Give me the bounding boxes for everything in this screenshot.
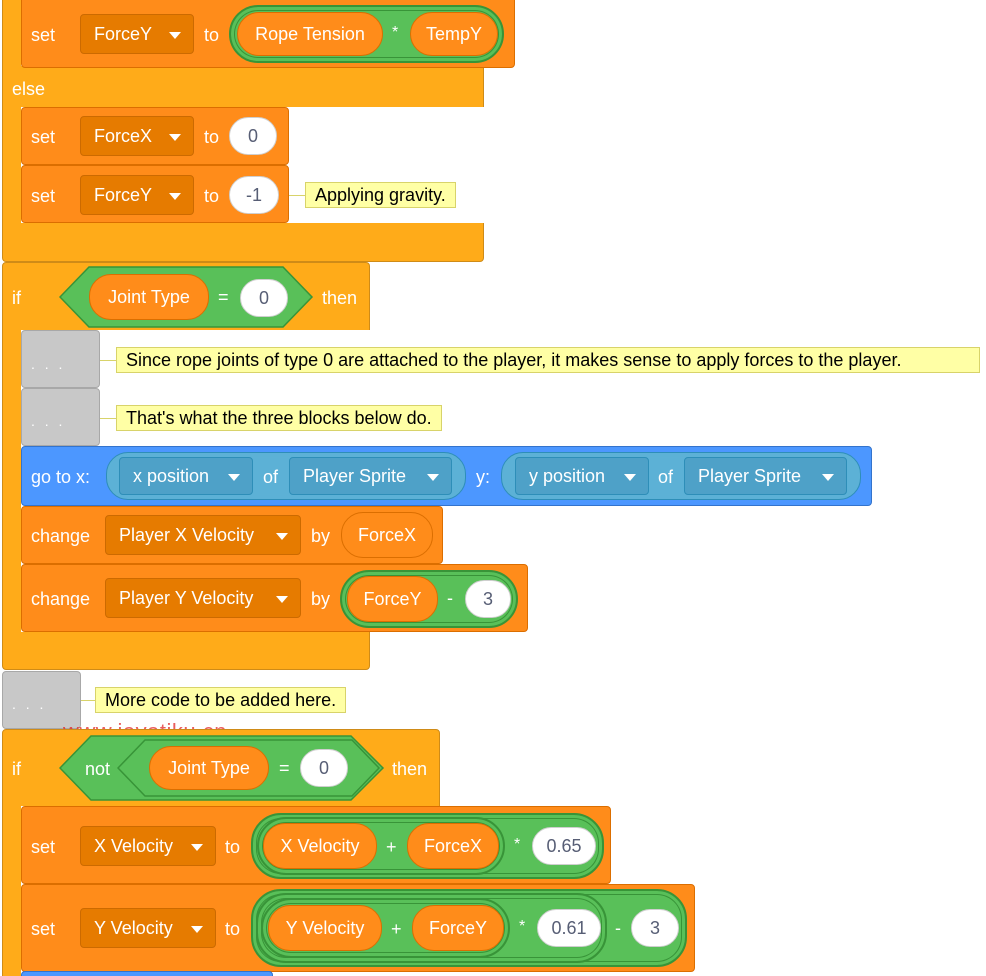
variable-dropdown-forcey[interactable]: ForceY <box>80 14 194 54</box>
minus-sign: - <box>447 588 453 608</box>
forcex-reporter[interactable]: ForceX <box>341 512 433 558</box>
if-label: if <box>12 759 21 779</box>
comment-more-code[interactable]: More code to be added here. <box>95 687 347 713</box>
to-label: to <box>204 186 220 206</box>
value-input[interactable]: 0.61 <box>537 909 601 947</box>
equals-sign: = <box>218 287 229 307</box>
forcey-reporter[interactable]: ForceY <box>347 576 438 622</box>
value-input[interactable]: 3 <box>465 580 511 618</box>
chevron-down-icon <box>624 474 636 481</box>
variable-dropdown-player-y-velocity[interactable]: Player Y Velocity <box>105 578 301 618</box>
sprite-dropdown-player-sprite[interactable]: Player Sprite <box>289 457 452 495</box>
ellipsis-icon: . . . <box>12 696 47 712</box>
chevron-down-icon <box>276 596 288 603</box>
plus-sign: + <box>391 919 402 939</box>
chevron-down-icon <box>169 134 181 141</box>
attribute-dropdown-y-position[interactable]: y position <box>515 457 649 495</box>
variable-dropdown-forcex[interactable]: ForceX <box>80 116 194 156</box>
comment-rope-joints[interactable]: Since rope joints of type 0 are attached… <box>116 347 980 373</box>
go-to-x-label: go to x: <box>31 467 91 487</box>
multiply-sign: * <box>519 918 526 935</box>
to-label: to <box>204 25 220 45</box>
chevron-down-icon <box>276 533 288 540</box>
to-label: to <box>204 127 220 147</box>
by-label: by <box>311 526 331 546</box>
set-label: set <box>31 127 56 147</box>
variable-dropdown-y-velocity[interactable]: Y Velocity <box>80 908 216 948</box>
chevron-down-icon <box>427 474 439 481</box>
value-input[interactable]: 0 <box>300 749 348 787</box>
chevron-down-icon <box>169 193 181 200</box>
value-input[interactable]: 0 <box>240 279 288 317</box>
by-label: by <box>311 589 331 609</box>
multiply-sign: * <box>392 24 399 41</box>
comment-applying-gravity[interactable]: Applying gravity. <box>305 182 456 208</box>
ellipsis-icon: . . . <box>31 356 66 372</box>
y-velocity-reporter[interactable]: Y Velocity <box>268 905 382 951</box>
rope-tension-reporter[interactable]: Rope Tension <box>237 12 383 56</box>
change-label: change <box>31 589 91 609</box>
chevron-down-icon <box>822 474 834 481</box>
change-label: change <box>31 526 91 546</box>
value-input[interactable]: 3 <box>631 909 679 947</box>
variable-dropdown-x-velocity[interactable]: X Velocity <box>80 826 216 866</box>
comment-block[interactable] <box>21 330 100 388</box>
then-label: then <box>322 288 358 308</box>
to-label: to <box>225 837 241 857</box>
set-label: set <box>31 25 56 45</box>
motion-block-partial[interactable] <box>21 971 273 976</box>
then-label: then <box>392 759 428 779</box>
if-label: if <box>12 288 21 308</box>
x-velocity-reporter[interactable]: X Velocity <box>263 823 377 869</box>
not-label: not <box>85 759 111 779</box>
set-label: set <box>31 837 56 857</box>
chevron-down-icon <box>191 926 203 933</box>
plus-sign: + <box>386 837 397 857</box>
of-label: of <box>658 467 674 487</box>
variable-dropdown-player-x-velocity[interactable]: Player X Velocity <box>105 515 301 555</box>
minus-sign: - <box>615 918 621 938</box>
multiply-sign: * <box>514 836 521 853</box>
sprite-dropdown-player-sprite[interactable]: Player Sprite <box>684 457 847 495</box>
joint-type-reporter[interactable]: Joint Type <box>149 746 269 790</box>
value-input[interactable]: 0 <box>229 117 277 155</box>
value-input[interactable]: -1 <box>229 176 279 214</box>
forcey-reporter[interactable]: ForceY <box>412 905 504 951</box>
comment-three-blocks[interactable]: That's what the three blocks below do. <box>116 405 442 431</box>
to-label: to <box>225 919 241 939</box>
equals-sign: = <box>279 758 290 778</box>
chevron-down-icon <box>228 474 240 481</box>
of-label: of <box>263 467 279 487</box>
attribute-dropdown-x-position[interactable]: x position <box>119 457 253 495</box>
ellipsis-icon: . . . <box>31 413 66 429</box>
comment-block[interactable] <box>21 388 100 446</box>
tempy-reporter[interactable]: TempY <box>410 12 498 56</box>
chevron-down-icon <box>191 844 203 851</box>
comment-block[interactable] <box>2 671 81 729</box>
value-input[interactable]: 0.65 <box>532 827 596 865</box>
forcex-reporter[interactable]: ForceX <box>407 823 499 869</box>
variable-dropdown-forcey[interactable]: ForceY <box>80 175 194 215</box>
joint-type-reporter[interactable]: Joint Type <box>89 274 209 320</box>
else-label: else <box>12 79 46 99</box>
y-label: y: <box>476 467 491 487</box>
set-label: set <box>31 186 56 206</box>
set-label: set <box>31 919 56 939</box>
chevron-down-icon <box>169 32 181 39</box>
